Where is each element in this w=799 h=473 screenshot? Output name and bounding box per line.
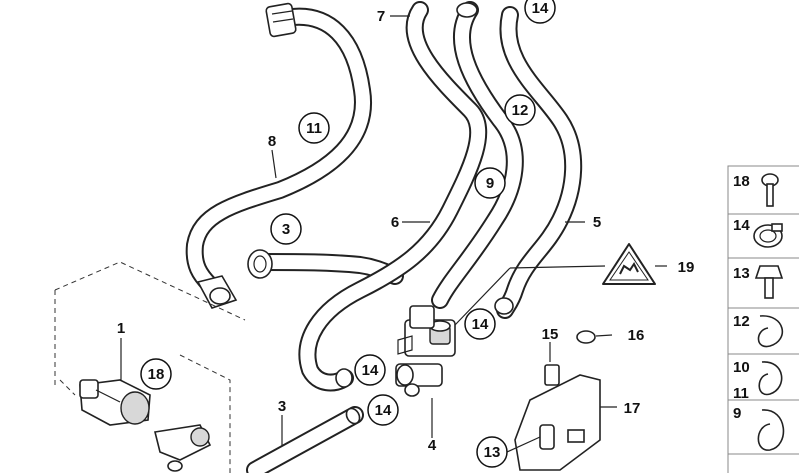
callout-3-upper: 3 [282,221,290,238]
panel-label-12: 12 [733,313,750,330]
callout-16: 16 [628,327,645,344]
callout-3-lower: 3 [278,398,286,415]
callout-9: 9 [486,175,494,192]
bracket-17 [514,374,601,471]
callout-6: 6 [391,214,399,231]
callout-18: 18 [148,366,165,383]
hose-8 [185,2,372,309]
callout-8: 8 [268,133,276,150]
callout-14-bottom: 14 [375,402,392,419]
callout-12: 12 [512,102,529,119]
panel-label-11: 11 [733,385,749,402]
panel-label-14: 14 [733,217,750,234]
callout-1: 1 [117,320,125,337]
callout-11: 11 [306,120,322,137]
callout-13: 13 [484,444,501,461]
clip-15 [544,364,560,386]
callout-4: 4 [428,437,437,454]
cap-16 [576,330,596,344]
valve-assembly-4 [395,305,456,397]
hose-3-lower [246,406,364,473]
hose-6 [298,1,488,392]
warning-triangle-19 [602,243,656,285]
panel-label-9: 9 [733,405,741,422]
callout-5: 5 [593,214,601,231]
panel-label-13: 13 [733,265,750,282]
callout-14-top: 14 [532,0,549,17]
pump-1 [79,379,151,426]
leader-lines [120,15,667,453]
callout-17: 17 [624,400,641,417]
fastener-panel: 18 14 13 12 10 11 9 [727,165,799,473]
callout-14-left: 14 [362,362,379,379]
callout-15: 15 [542,326,559,343]
hose-5 [494,6,583,319]
connector-lower [154,424,212,472]
callout-19: 19 [678,259,695,276]
callout-14-right: 14 [472,316,489,333]
panel-label-10: 10 [733,359,750,376]
dashed-outline [54,261,246,473]
hose-9 [431,1,524,309]
callout-7: 7 [377,8,385,25]
panel-label-18: 18 [733,173,750,190]
